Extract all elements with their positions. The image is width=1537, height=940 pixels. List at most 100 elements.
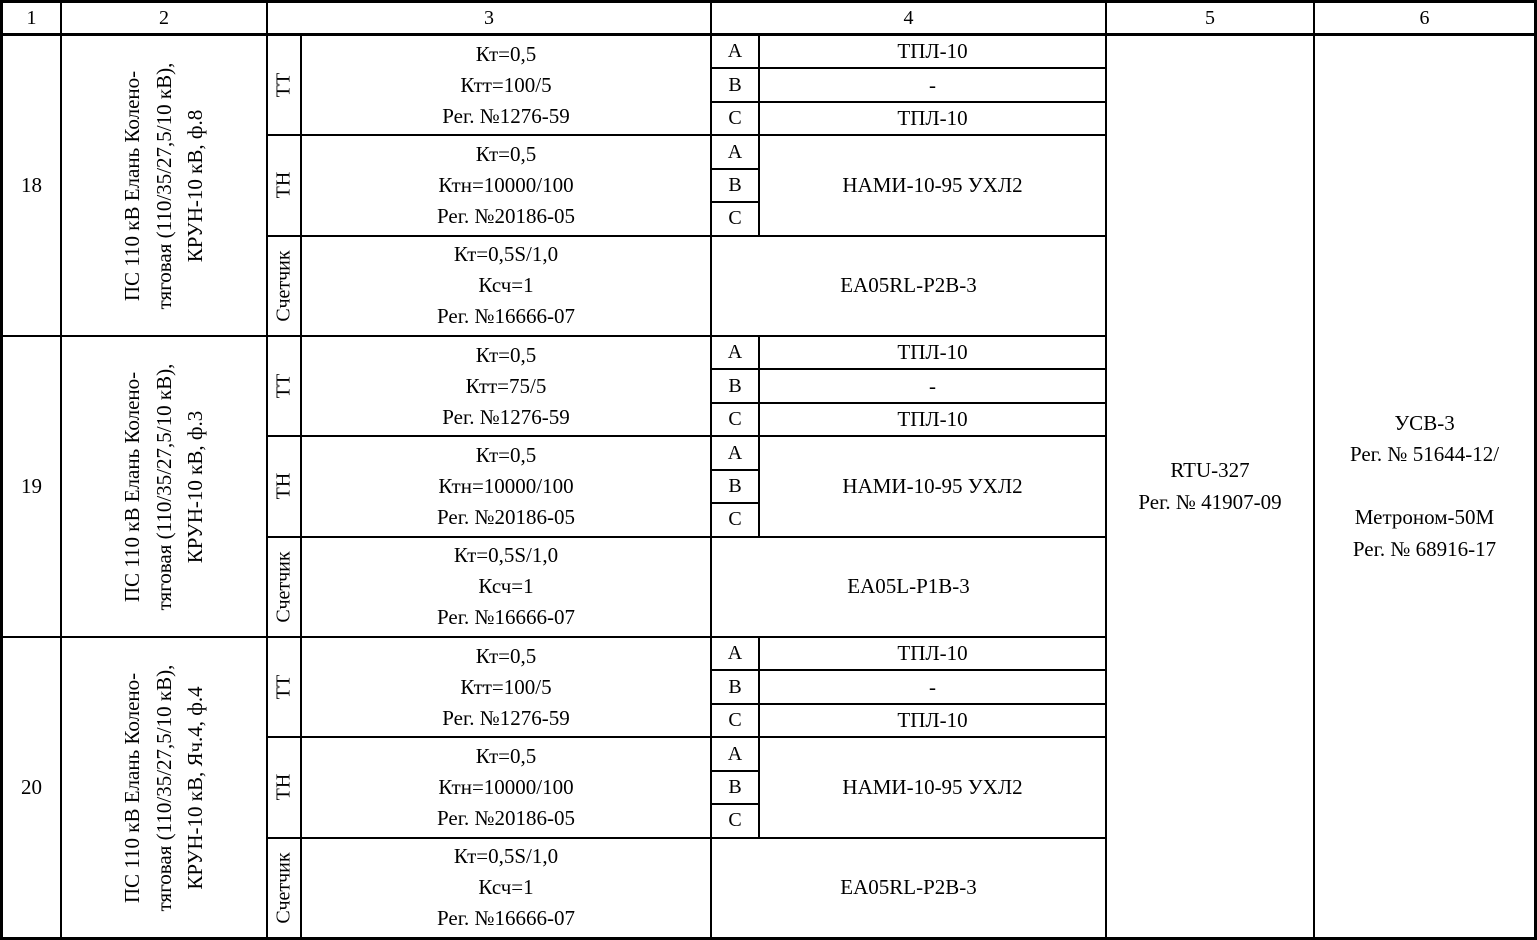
meter-label: Счетчик (272, 852, 295, 924)
tn-label: ТН (272, 172, 295, 199)
table-row: ТТ Кт=0,5 Ктт=100/5 Рег. №1276-59 A ТПЛ-… (268, 638, 1105, 937)
rtu-reg-number: Рег. № 41907-09 (1138, 489, 1282, 514)
tt-phase-area: A ТПЛ-10 B - C ТПЛ-10 (712, 638, 1105, 737)
phase-row: A ТПЛ-10 (712, 638, 1105, 672)
phase-row: B - (712, 671, 1105, 705)
meter-label: Счетчик (272, 551, 295, 623)
meter-label: Счетчик (272, 250, 295, 322)
phase-equipment: - (929, 674, 936, 699)
phase-letter: B (712, 69, 760, 101)
tn-label: ТН (272, 473, 295, 500)
object-name-rotated-text: ПС 110 кВ Елань Колено- тяговая (110/35/… (117, 40, 212, 332)
usv-model: УСВ-3 (1394, 410, 1455, 435)
metronom-reg-number: Рег. № 68916-17 (1352, 536, 1497, 561)
tn-spec-cell: Кт=0,5 Ктн=10000/100 Рег. №20186-05 (302, 437, 712, 536)
phase-letter: A (712, 437, 758, 471)
meter-section: Счетчик Кт=0,5S/1,0 Ксч=1 Рег. №16666-07… (268, 838, 1105, 937)
tt-spec-line: Ктт=100/5 (460, 674, 552, 699)
header-col-2: 2 (62, 3, 268, 33)
column-row-numbers: 18 19 20 (3, 36, 62, 937)
time-sync-info: УСВ-3 Рег. № 51644-12/ Метроном-50М Рег.… (1350, 408, 1499, 566)
object-name-line: КРУН-10 кВ, Яч.4, ф.4 (182, 685, 207, 890)
meter-spec-line: Рег. №16666-07 (437, 906, 575, 931)
object-name-line: тяговая (110/35/27,5/10 кВ), (151, 62, 176, 309)
meter-label-cell: Счетчик (268, 236, 302, 335)
meter-spec-cell: Кт=0,5S/1,0 Ксч=1 Рег. №16666-07 (302, 537, 712, 636)
tn-spec-cell: Кт=0,5 Ктн=10000/100 Рег. №20186-05 (302, 136, 712, 235)
meter-spec-line: Ксч=1 (478, 574, 534, 599)
phase-row: B - (712, 69, 1105, 103)
phase-equipment: - (929, 373, 936, 398)
row-number: 20 (21, 775, 42, 799)
tn-spec-line: Рег. №20186-05 (437, 505, 575, 530)
column-rtu: RTU-327 Рег. № 41907-09 (1107, 36, 1315, 937)
header-col-3: 3 (268, 3, 712, 33)
tt-section: ТТ Кт=0,5 Ктт=100/5 Рег. №1276-59 A ТПЛ-… (268, 638, 1105, 739)
meter-spec-cell: Кт=0,5S/1,0 Ксч=1 Рег. №16666-07 (302, 838, 712, 937)
phase-letter: A (712, 36, 760, 68)
tt-label-cell: ТТ (268, 337, 302, 436)
usv-reg-number: Рег. № 51644-12/ (1349, 442, 1500, 467)
meter-spec-line: Рег. №16666-07 (437, 605, 575, 630)
phase-row: B - (712, 370, 1105, 404)
tt-spec-line: Кт=0,5 (475, 41, 537, 66)
object-name-line: КРУН-10 кВ, ф.3 (182, 410, 207, 563)
meter-spec-line: Кт=0,5S/1,0 (453, 242, 559, 267)
phase-letter: C (712, 704, 760, 737)
phase-letter: A (712, 136, 758, 170)
tn-spec-line: Рег. №20186-05 (437, 204, 575, 229)
meter-spec-line: Ксч=1 (478, 273, 534, 298)
object-name-rotated-text: ПС 110 кВ Елань Колено- тяговая (110/35/… (117, 642, 212, 934)
meter-equipment: EA05RL-P2B-3 (840, 875, 977, 900)
column-equipment: ТТ Кт=0,5 Ктт=100/5 Рег. №1276-59 A ТПЛ-… (268, 36, 1107, 937)
tn-spec-line: Ктн=10000/100 (438, 473, 574, 498)
meter-label-cell: Счетчик (268, 838, 302, 937)
object-name-line: тяговая (110/35/27,5/10 кВ), (151, 664, 176, 911)
tn-spec-line: Кт=0,5 (475, 141, 537, 166)
object-name-cell: ПС 110 кВ Елань Колено- тяговая (110/35/… (62, 36, 266, 337)
phase-row: A ТПЛ-10 (712, 337, 1105, 371)
tn-spec-line: Ктн=10000/100 (438, 774, 574, 799)
tt-label-cell: ТТ (268, 638, 302, 737)
tt-phase-area: A ТПЛ-10 B - C ТПЛ-10 (712, 36, 1105, 135)
tt-spec-line: Ктт=75/5 (465, 373, 547, 398)
tn-equipment: НАМИ-10-95 УХЛ2 (842, 473, 1023, 498)
phase-equipment: ТПЛ-10 (897, 340, 968, 365)
tt-spec-line: Кт=0,5 (475, 342, 537, 367)
tn-label: ТН (272, 774, 295, 801)
tt-section: ТТ Кт=0,5 Ктт=100/5 Рег. №1276-59 A ТПЛ-… (268, 36, 1105, 137)
header-col-1: 1 (3, 3, 62, 33)
phase-equipment: ТПЛ-10 (897, 708, 968, 733)
phase-letter: A (712, 638, 760, 670)
tt-spec-line: Ктт=100/5 (460, 72, 552, 97)
tt-label: ТТ (272, 72, 295, 98)
phase-letter: B (712, 772, 758, 806)
object-name-line: ПС 110 кВ Елань Колено- (119, 672, 144, 903)
tn-spec-line: Рег. №20186-05 (437, 806, 575, 831)
table-row: ТТ Кт=0,5 Ктт=75/5 Рег. №1276-59 A ТПЛ-1… (268, 337, 1105, 638)
tn-phase-letters: A B C (712, 136, 760, 235)
tt-phase-area: A ТПЛ-10 B - C ТПЛ-10 (712, 337, 1105, 436)
tt-spec-cell: Кт=0,5 Ктт=100/5 Рег. №1276-59 (302, 36, 712, 135)
tn-label-cell: ТН (268, 136, 302, 235)
tn-section: ТН Кт=0,5 Ктн=10000/100 Рег. №20186-05 A… (268, 738, 1105, 839)
row-number: 18 (3, 36, 60, 337)
tn-phase-letters: A B C (712, 437, 760, 536)
object-name-cell: ПС 110 кВ Елань Колено- тяговая (110/35/… (62, 337, 266, 638)
phase-letter: B (712, 471, 758, 505)
object-name-line: тяговая (110/35/27,5/10 кВ), (151, 363, 176, 610)
tn-phase-area: A B C НАМИ-10-95 УХЛ2 (712, 437, 1105, 536)
meter-spec-cell: Кт=0,5S/1,0 Ксч=1 Рег. №16666-07 (302, 236, 712, 335)
phase-equipment: ТПЛ-10 (897, 39, 968, 64)
header-col-4: 4 (712, 3, 1107, 33)
tt-section: ТТ Кт=0,5 Ктт=75/5 Рег. №1276-59 A ТПЛ-1… (268, 337, 1105, 438)
object-name-line: ПС 110 кВ Елань Колено- (119, 70, 144, 301)
phase-letter: B (712, 671, 760, 703)
tn-phase-letters: A B C (712, 738, 760, 837)
tn-section: ТН Кт=0,5 Ктн=10000/100 Рег. №20186-05 A… (268, 437, 1105, 538)
column-object-names: ПС 110 кВ Елань Колено- тяговая (110/35/… (62, 36, 268, 937)
phase-equipment: ТПЛ-10 (897, 641, 968, 666)
meter-spec-line: Ксч=1 (478, 875, 534, 900)
header-col-6: 6 (1419, 6, 1430, 29)
